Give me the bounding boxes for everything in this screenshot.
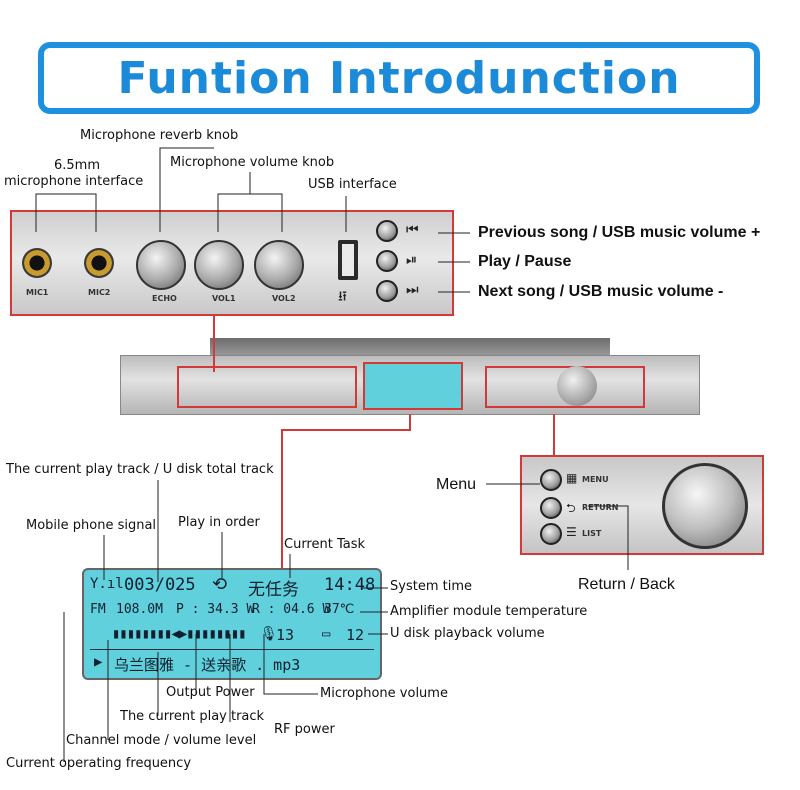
menu-label: Menu: [436, 476, 477, 493]
echo-label: ECHO: [152, 294, 177, 303]
usb-vol-label: U disk playback volume: [390, 626, 545, 641]
device-front-controls: [177, 366, 357, 408]
title-banner: Funtion Introdunction: [38, 42, 760, 114]
device-top-cover: [210, 338, 610, 356]
volume-bars: ▮▮▮▮▮▮▮▮◀▶▮▮▮▮▮▮▮▮: [112, 626, 247, 642]
lcd-mic-vol: 13: [276, 626, 295, 644]
channel-label: Channel mode / volume level: [66, 733, 257, 748]
task-label: Current Task: [284, 537, 366, 552]
usb-port[interactable]: [338, 240, 358, 280]
prev-button[interactable]: [376, 220, 398, 242]
rf-power-label: RF power: [274, 722, 335, 737]
echo-knob[interactable]: [136, 240, 186, 290]
return-label: Return / Back: [578, 576, 675, 593]
menu-button[interactable]: [540, 469, 562, 491]
front-panel-zoom: MIC1 MIC2 ECHO VOL1 VOL2 ⭿ ⏮ ⏯ ⏭: [10, 210, 454, 316]
mic1-label: MIC1: [26, 288, 49, 297]
signal-label: Mobile phone signal: [26, 518, 157, 533]
return-icon: ⮌: [566, 501, 576, 515]
lcd-divider: [90, 649, 374, 650]
vol1-label: VOL1: [212, 294, 236, 303]
menu-panel-zoom: ▦ MENU ⮌ RETURN ☰ LIST: [520, 455, 764, 555]
frequency-label: Current operating frequency: [6, 756, 192, 771]
lcd-power: P : 34.3 W: [176, 602, 255, 617]
lcd-task: 无任务: [248, 580, 299, 600]
temp-label: Amplifier module temperature: [390, 604, 588, 619]
device-menu-controls: [485, 366, 645, 408]
play-icon: ▶: [94, 654, 103, 670]
play-pause-icon: ⏯: [406, 252, 418, 268]
lcd-usb-vol: 12: [346, 626, 365, 644]
mic-vol-label: Microphone volume: [320, 686, 448, 701]
device-lcd: [363, 362, 463, 410]
current-track-label: The current play track: [120, 709, 265, 724]
return-text: RETURN: [582, 503, 619, 512]
return-button[interactable]: [540, 497, 562, 519]
next-button[interactable]: [376, 280, 398, 302]
menu-icon: ▦: [566, 471, 578, 485]
reverb-line: [159, 147, 214, 232]
mic-bracket: [35, 193, 97, 232]
return-line: [588, 505, 629, 570]
next-icon: ⏭: [406, 282, 419, 298]
play-label: Play / Pause: [478, 253, 572, 270]
vol2-knob[interactable]: [254, 240, 304, 290]
vol1-knob[interactable]: [194, 240, 244, 290]
volume-bracket: [217, 172, 283, 232]
output-power-label: Output Power: [166, 685, 255, 700]
mic1-jack[interactable]: [22, 248, 52, 278]
lcd-freq: 108.0M: [116, 602, 163, 617]
mic-vol-line: [263, 634, 318, 695]
lcd-screen: Y.ıl 003/025 ⟲ 无任务 14:48 FM 108.0M P : 3…: [82, 568, 382, 680]
mic2-jack[interactable]: [84, 248, 114, 278]
play-pause-button[interactable]: [376, 250, 398, 272]
menu-text: MENU: [582, 475, 609, 484]
order-label: Play in order: [178, 515, 260, 530]
page-title: Funtion Introdunction: [117, 52, 681, 104]
list-icon: ☰: [566, 525, 577, 539]
reverb-knob-label: Microphone reverb knob: [80, 128, 239, 143]
lcd-track: 003/025: [124, 575, 196, 595]
list-button[interactable]: [540, 523, 562, 545]
lcd-time: 14:48: [324, 575, 376, 595]
main-knob[interactable]: [662, 463, 748, 549]
mic-interface-label-1: 6.5mm: [54, 158, 101, 173]
time-label: System time: [390, 579, 472, 594]
next-label: Next song / USB music volume -: [478, 283, 724, 300]
repeat-icon: ⟲: [212, 574, 228, 595]
list-text: LIST: [582, 529, 602, 538]
usb-interface-label: USB interface: [308, 177, 397, 192]
volume-knob-label: Microphone volume knob: [170, 155, 335, 170]
lcd-rf: R : 04.6 W: [252, 602, 331, 617]
lcd-fm: FM: [90, 602, 106, 617]
device-front: [120, 355, 700, 415]
mic-interface-label-2: microphone interface: [4, 174, 144, 189]
mic2-label: MIC2: [88, 288, 111, 297]
lcd-connector: [281, 414, 411, 568]
usb-disk-icon: ▭: [322, 626, 331, 642]
signal-icon: Y.ıl: [90, 576, 124, 592]
previous-icon: ⏮: [406, 222, 419, 238]
lcd-song: 乌兰图雅 - 送亲歌 . mp3: [114, 656, 301, 674]
lcd-temp: 37℃: [324, 602, 355, 617]
usb-icon: ⭿: [338, 289, 348, 305]
device-knob[interactable]: [557, 366, 597, 406]
track-total-label: The current play track / U disk total tr…: [6, 462, 274, 477]
vol2-label: VOL2: [272, 294, 296, 303]
prev-label: Previous song / USB music volume +: [478, 224, 761, 241]
